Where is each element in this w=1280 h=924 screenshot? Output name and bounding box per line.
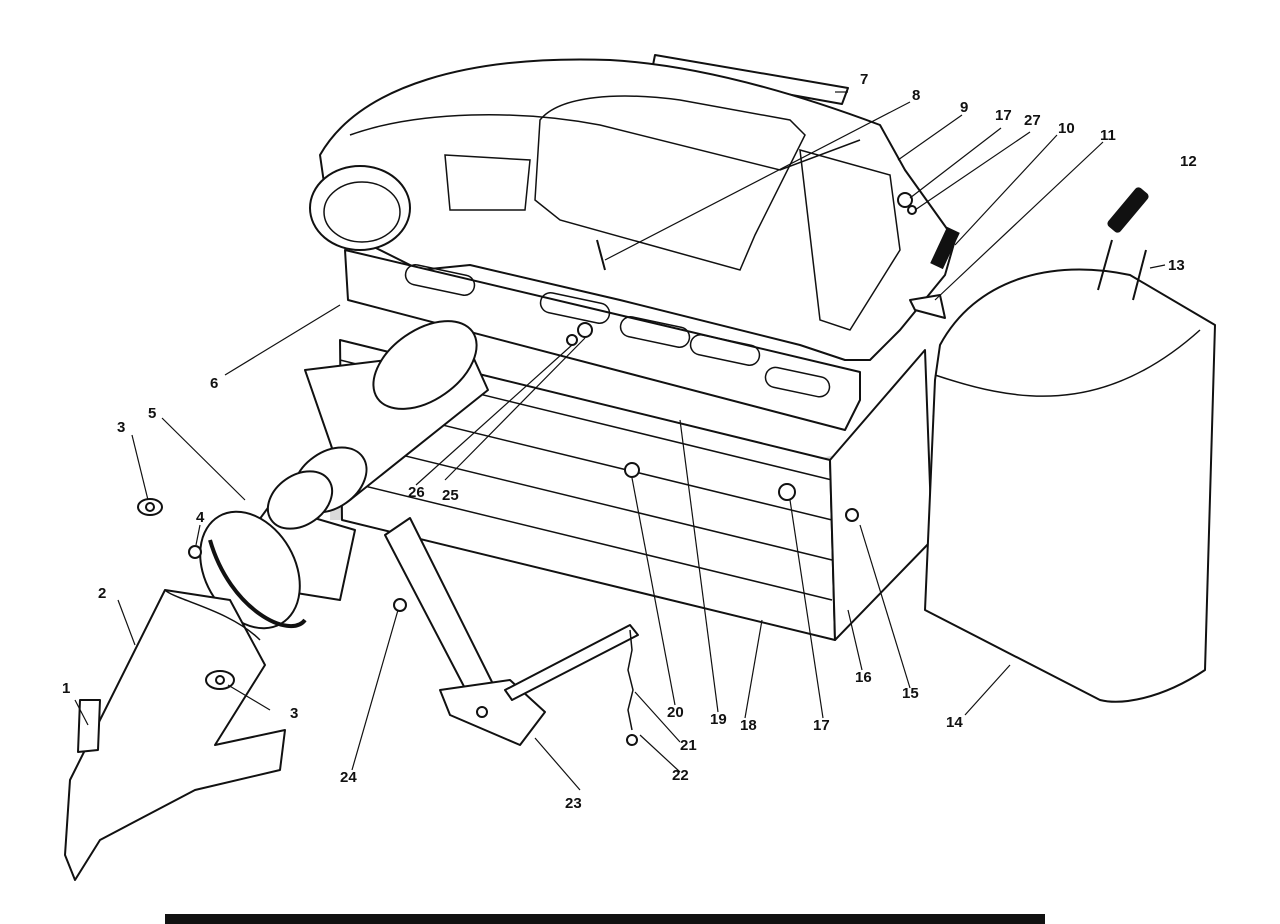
part-4-bolt — [188, 545, 202, 559]
callout-25: 25 — [442, 487, 459, 504]
part-26-nut — [566, 334, 578, 346]
callout-24: 24 — [340, 769, 357, 786]
callout-19: 19 — [710, 711, 727, 728]
part-13-handle-rod-right — [1132, 249, 1147, 301]
callout-1: 1 — [62, 680, 70, 697]
part-17-knob-upper — [897, 192, 913, 208]
part-10-latch — [930, 226, 960, 270]
callout-11: 11 — [1100, 127, 1116, 144]
callout-4: 4 — [196, 509, 205, 526]
callout-6: 6 — [210, 375, 218, 392]
part-24-bolt — [393, 598, 407, 612]
cropped-caption-band — [165, 914, 1045, 924]
part-21-rod — [504, 624, 639, 701]
callout-8: 8 — [912, 87, 920, 104]
part-8-pin — [596, 239, 606, 271]
callout-16: 16 — [855, 669, 872, 686]
part-15-nut — [845, 508, 859, 522]
callout-7: 7 — [860, 71, 868, 88]
part-5-chute-tube — [199, 320, 489, 630]
callout-15: 15 — [902, 685, 919, 702]
callout-3-top: 3 — [117, 419, 125, 436]
callout-23: 23 — [565, 795, 582, 812]
part-14-grass-bag — [924, 268, 1216, 703]
part-3-wing-nut-top — [137, 498, 163, 516]
part-12-spring — [1107, 187, 1149, 233]
callout-14: 14 — [946, 714, 963, 731]
callout-22: 22 — [672, 767, 689, 784]
part-1-decal — [77, 699, 101, 753]
callout-13: 13 — [1168, 257, 1185, 274]
part-27-washer — [907, 205, 917, 215]
callout-5: 5 — [148, 405, 156, 422]
callout-21: 21 — [680, 737, 697, 754]
callout-18: 18 — [740, 717, 757, 734]
callout-3-bottom: 3 — [290, 705, 298, 722]
part-6-frame — [344, 249, 861, 431]
part-20-bolt — [624, 462, 640, 478]
callout-9: 9 — [960, 99, 968, 116]
callout-17-top: 17 — [995, 107, 1012, 124]
part-9-hood — [309, 58, 956, 361]
callout-17-bottom: 17 — [813, 717, 830, 734]
part-11-bracket — [909, 294, 946, 319]
part-2-discharge-chute — [64, 589, 286, 881]
callout-26: 26 — [408, 484, 425, 501]
callout-20: 20 — [667, 704, 684, 721]
callout-2: 2 — [98, 585, 106, 602]
callout-12: 12 — [1180, 153, 1197, 170]
callout-27: 27 — [1024, 112, 1041, 129]
callout-10: 10 — [1058, 120, 1075, 137]
leader-lines — [74, 91, 1166, 791]
part-3-wing-nut-bottom — [205, 670, 235, 690]
part-22-chain — [626, 629, 638, 746]
part-25-washer — [577, 322, 593, 338]
part-17-knob-lower — [778, 483, 796, 501]
part-13-handle-rod-left — [1097, 239, 1113, 291]
